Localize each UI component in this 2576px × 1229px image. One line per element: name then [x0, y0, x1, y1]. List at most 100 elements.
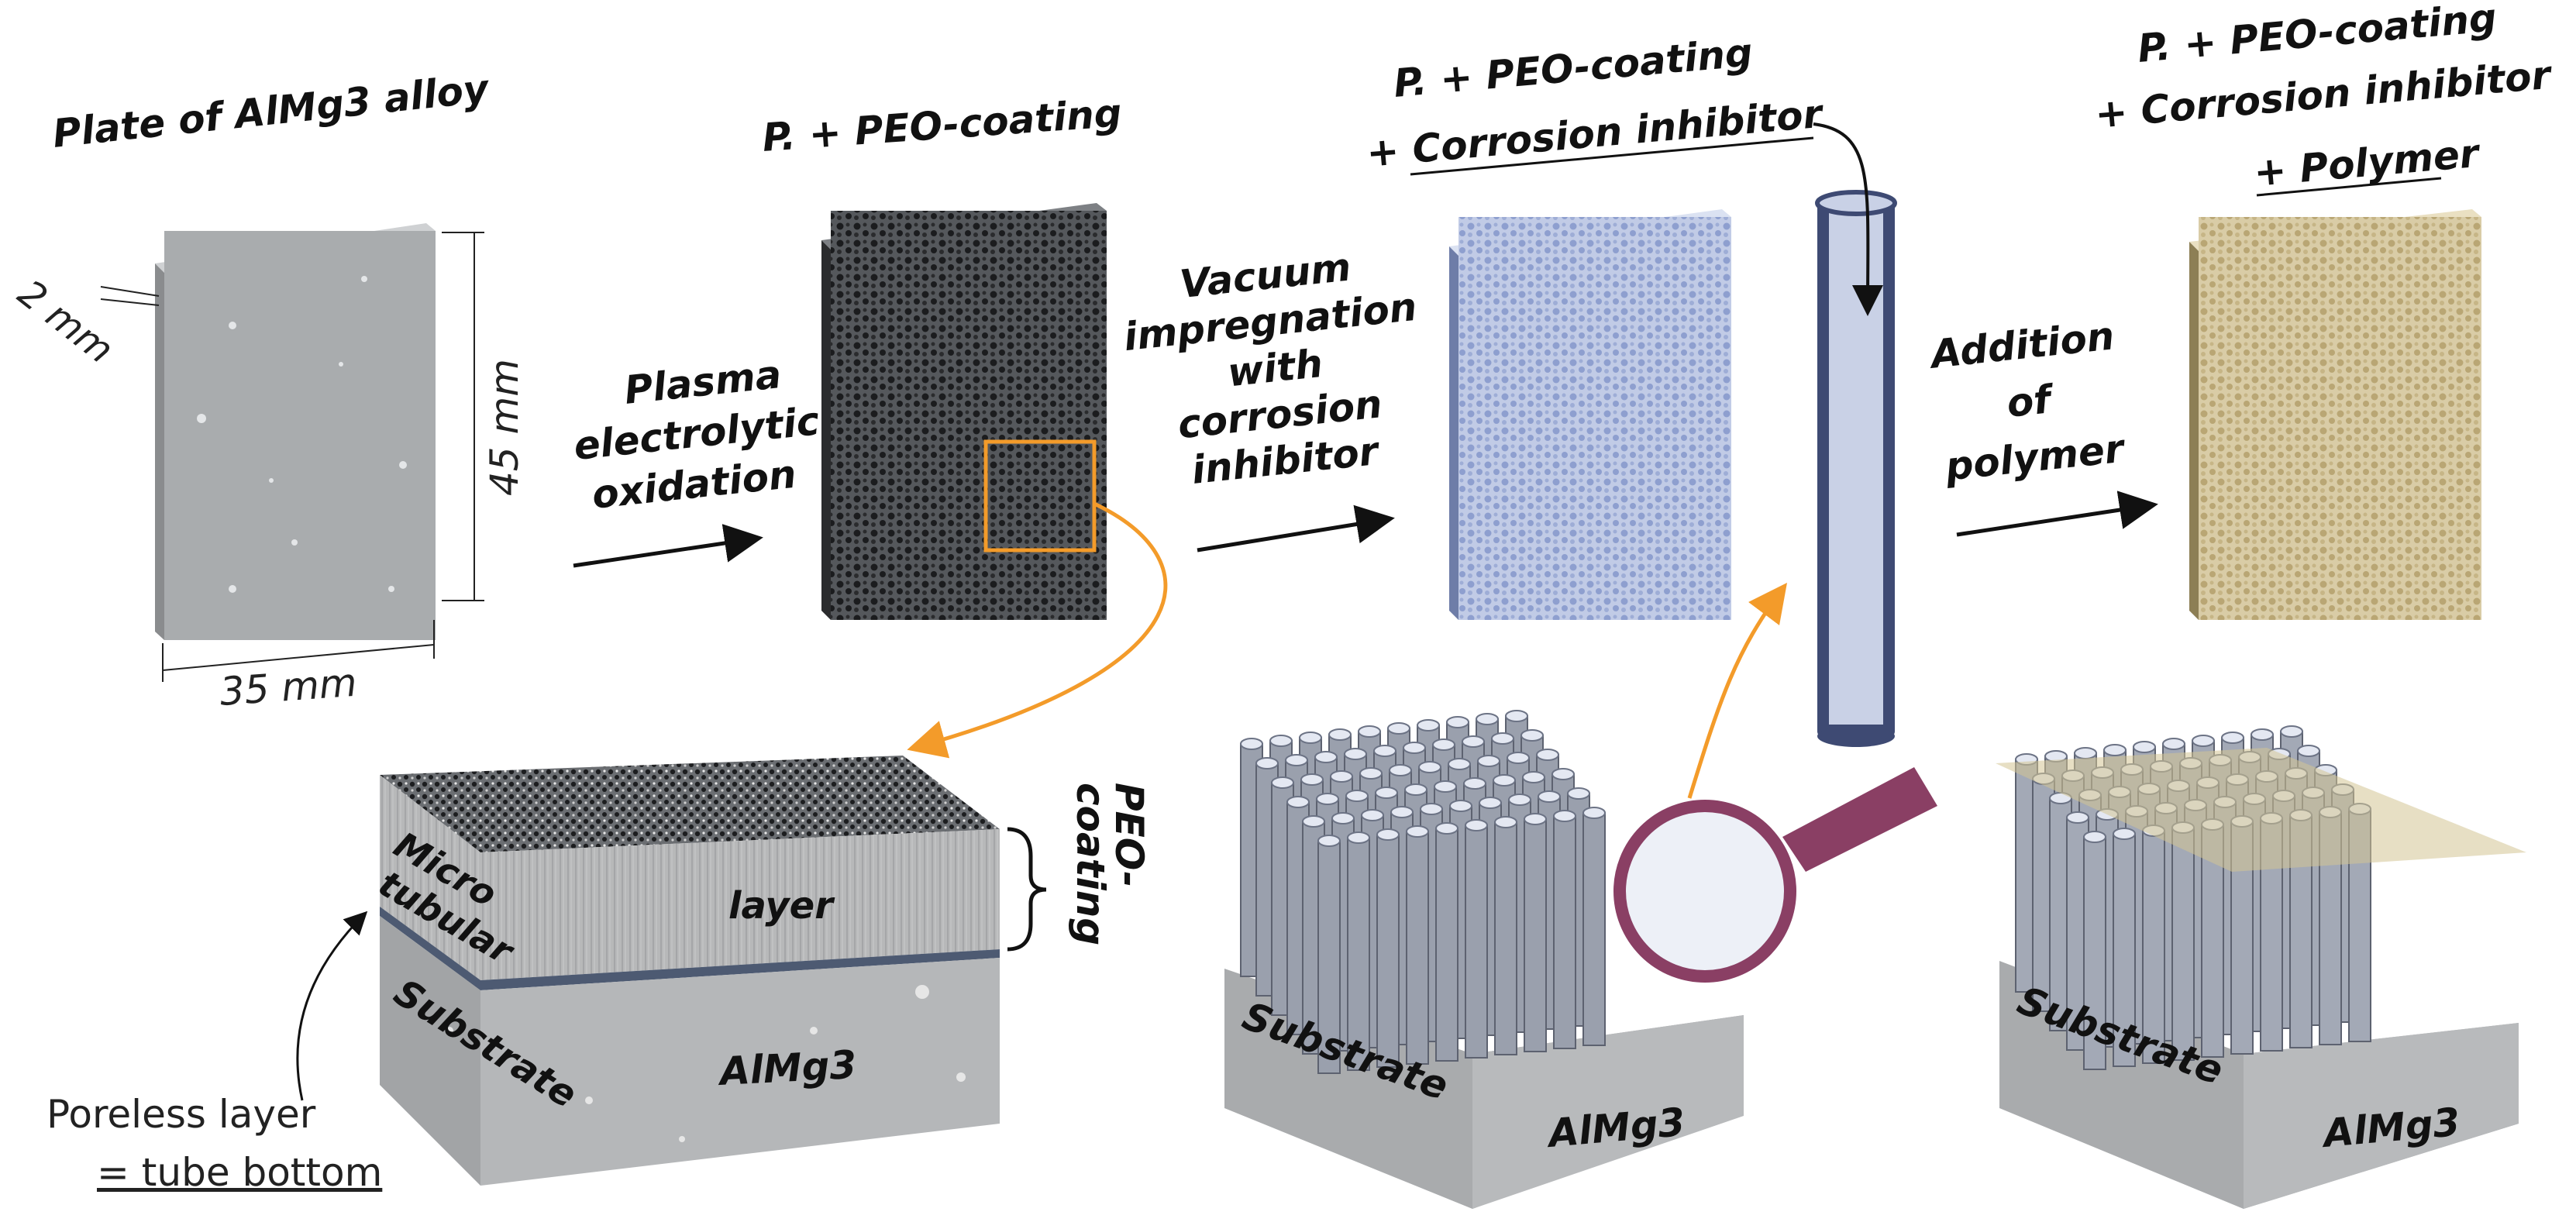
- cs-top-face: [380, 756, 1000, 852]
- tube-opening: [1361, 809, 1384, 821]
- inhibitor-title-underline: [1410, 136, 1814, 176]
- tube-opening: [1538, 790, 1561, 803]
- tube-opening: [1375, 787, 1398, 799]
- tube-opening: [1255, 757, 1279, 769]
- zoom-arrow: [907, 501, 1168, 759]
- tube-opening: [2066, 811, 2089, 824]
- step1-arrow: [573, 524, 763, 568]
- tube-opening: [1285, 754, 1308, 766]
- magnifier-lens: [1613, 800, 1796, 983]
- polymer-stage: P. + PEO-coating + Corrosion inhibitor +…: [2093, 0, 2555, 620]
- tube-opening: [1524, 813, 1547, 825]
- tube-opening: [1477, 755, 1500, 767]
- tube-opening: [1434, 780, 1457, 793]
- tube: [1553, 815, 1576, 1049]
- tube-opening: [1390, 806, 1414, 818]
- tube-opening: [1522, 771, 1545, 783]
- peo-plate-face: [831, 211, 1107, 620]
- poreless-label-1: Poreless layer: [46, 1092, 316, 1137]
- tube-opening: [1446, 716, 1469, 728]
- tube-opening: [1508, 794, 1531, 806]
- tube-opening: [1507, 752, 1530, 764]
- plate-specks: [197, 276, 407, 593]
- polymer-block: Substrate AlMg3: [1996, 725, 2526, 1209]
- tube-opening: [2192, 735, 2215, 747]
- tube-opening: [1463, 777, 1486, 790]
- tube-opening: [2113, 828, 2136, 840]
- plate-face: [164, 231, 436, 640]
- magnifier-handle: [1782, 767, 1937, 872]
- thickness-dim-label: 2 mm: [10, 271, 122, 372]
- tube-opening: [1269, 735, 1293, 747]
- tube-opening: [2162, 738, 2185, 750]
- tube-opening: [2103, 744, 2127, 756]
- zoom-box: [983, 439, 1097, 553]
- plate-side-edge: [155, 263, 164, 640]
- cs-alloy-label: AlMg3: [716, 1042, 858, 1094]
- tube-opening: [1286, 796, 1310, 808]
- tube-opening: [1462, 735, 1485, 748]
- width-dim-label: 35 mm: [219, 660, 359, 714]
- step2-arrow: [1197, 504, 1395, 553]
- inhibitor-stage: P. + PEO-coating + Corrosion inhibitor: [1365, 30, 1897, 747]
- cs-layer-label: layer: [728, 884, 835, 928]
- poreless-label-2: = tube bottom: [97, 1150, 382, 1195]
- tube-opening: [1406, 825, 1429, 838]
- tube-opening: [1553, 810, 1576, 822]
- width-dim-line: [162, 644, 435, 671]
- tube-opening: [1536, 749, 1559, 761]
- tube-opening: [1330, 770, 1353, 783]
- tube-opening: [1505, 710, 1528, 722]
- plate-title: Plate of AlMg3 alloy: [50, 66, 492, 157]
- tube-opening: [1448, 758, 1471, 770]
- tube: [1435, 828, 1458, 1062]
- plate-stage: Plate of AlMg3 alloy 45 mm 35 mm 2 mm: [10, 66, 527, 714]
- tube-opening: [1347, 831, 1370, 844]
- peo-stage: P. + PEO-coating: [761, 91, 1168, 759]
- tube: [1524, 818, 1547, 1052]
- tube-opening: [1479, 797, 1502, 809]
- peo-brace: [1007, 827, 1047, 952]
- tube-opening: [1331, 812, 1355, 824]
- tube-opening: [1449, 800, 1472, 812]
- step2-line3: with: [1225, 341, 1324, 396]
- tube-opening: [2074, 747, 2097, 759]
- tube-opening: [1435, 822, 1458, 835]
- tube: [2113, 833, 2136, 1067]
- tube-opening: [1389, 764, 1412, 776]
- tube-opening: [1373, 745, 1396, 757]
- polymer-title-1: P. + PEO-coating: [2136, 0, 2499, 71]
- step3-line2: of: [2005, 377, 2057, 426]
- height-dim-label: 45 mm: [482, 359, 527, 496]
- tube-opening: [1240, 738, 1263, 750]
- peo-title: P. + PEO-coating: [761, 91, 1124, 160]
- tube-opening: [1359, 767, 1383, 780]
- tube-opening: [1403, 742, 1426, 754]
- tube-opening: [1476, 713, 1499, 725]
- tube-opening: [1314, 751, 1338, 763]
- tube-opening: [1551, 768, 1575, 780]
- tube-opening: [2221, 732, 2244, 744]
- tube: [1376, 834, 1400, 1068]
- cross-section-block: Micro tubular layer Substrate AlMg3 PEO-…: [46, 756, 1152, 1195]
- tube-opening: [2251, 728, 2274, 741]
- tube-opening: [1491, 732, 1514, 745]
- inhibitor-title-1: P. + PEO-coating: [1392, 30, 1755, 106]
- tube-opening: [2297, 745, 2320, 757]
- poreless-pointer: [296, 911, 368, 1101]
- step3-line1: Addition: [1926, 313, 2116, 377]
- tube-opening: [2133, 741, 2156, 753]
- cs-peo-label-1: PEO-: [1107, 783, 1152, 887]
- title-to-tube-arrow: [1813, 122, 1884, 316]
- tube-opening: [1493, 774, 1516, 787]
- tube-opening: [2083, 831, 2106, 843]
- tube-opening: [1432, 738, 1455, 751]
- tube-opening: [1494, 816, 1517, 828]
- tube: [1406, 831, 1429, 1065]
- tube: [1582, 812, 1606, 1046]
- magnifier-arrow: [1687, 582, 1787, 799]
- tube-opening: [1328, 728, 1352, 741]
- tube-opening: [1344, 748, 1367, 760]
- process-step-2: Vacuum impregnation with corrosion inhib…: [1121, 244, 1419, 553]
- inhibitor-plate-face: [1458, 217, 1731, 620]
